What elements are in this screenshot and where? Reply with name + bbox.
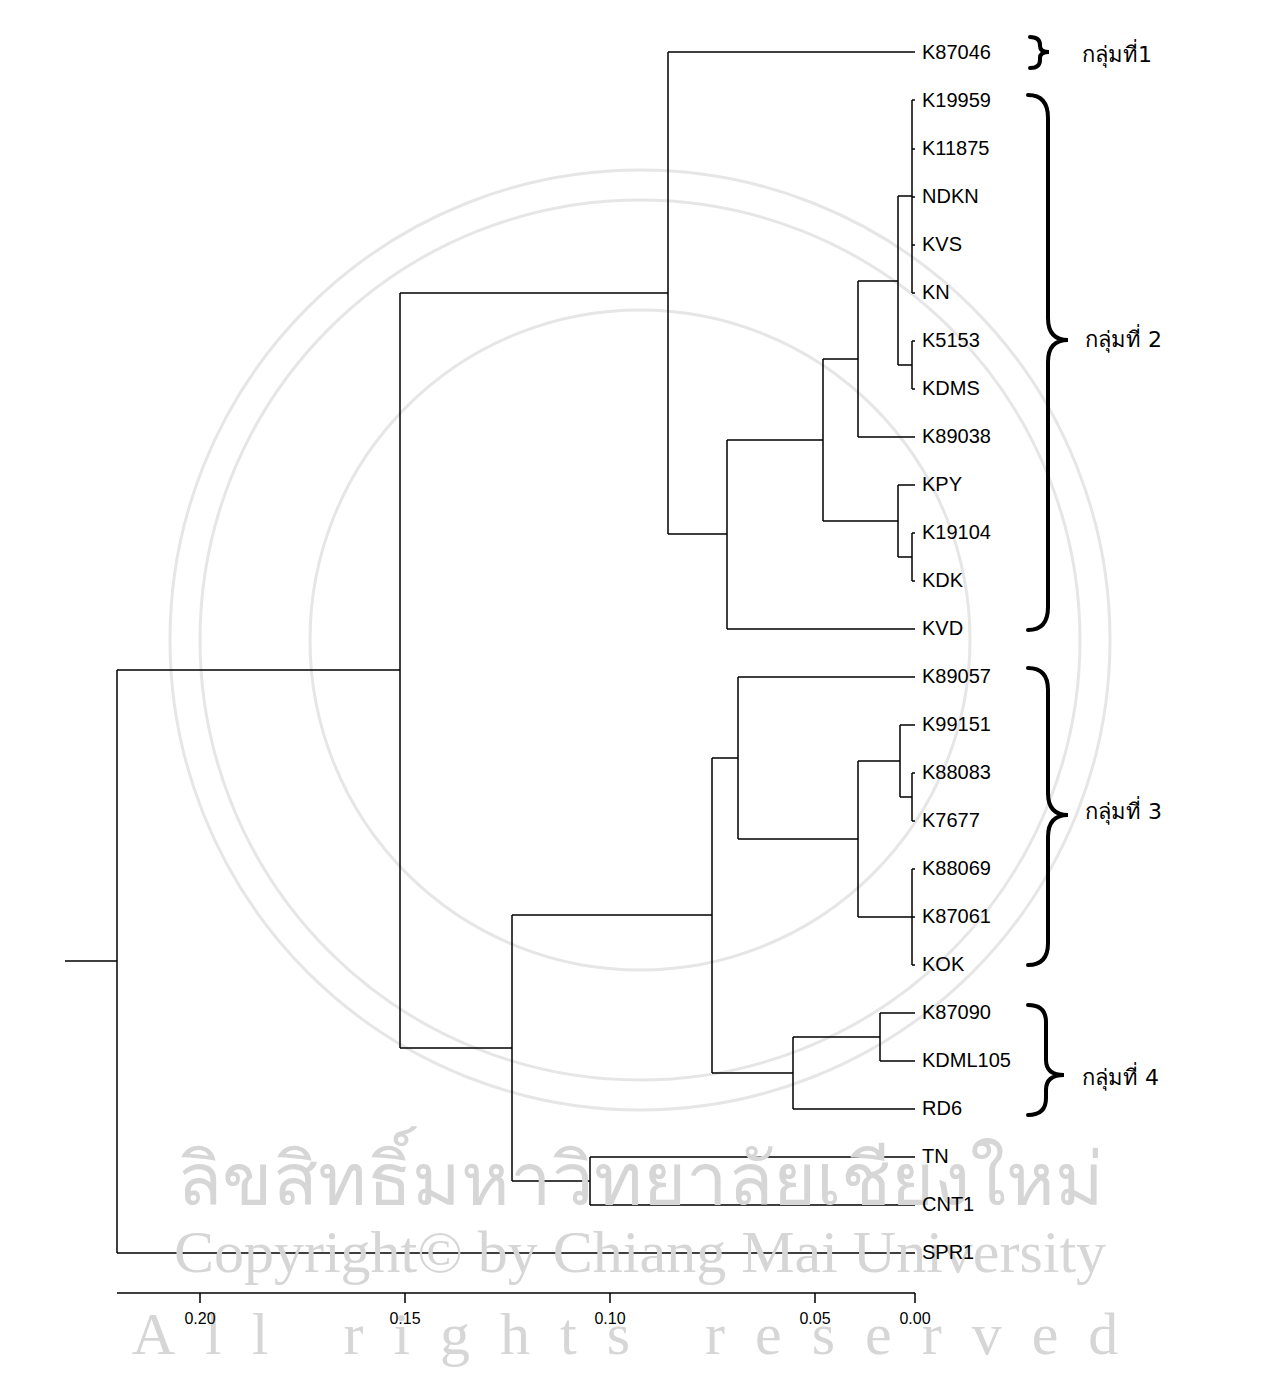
leaf-label: K7677 — [922, 809, 980, 832]
leaf-label: K88083 — [922, 761, 991, 784]
leaf-label: CNT1 — [922, 1193, 974, 1216]
leaf-label: RD6 — [922, 1097, 962, 1120]
leaf-label: K89057 — [922, 665, 991, 688]
leaf-label: K19104 — [922, 521, 991, 544]
leaf-label: K11875 — [922, 137, 989, 160]
branch — [65, 293, 915, 1253]
group-label: กลุ่มที่1 — [1082, 42, 1152, 67]
axis-tick-label: 0.05 — [799, 1310, 830, 1328]
leaf-label: K89038 — [922, 425, 991, 448]
group-label: กลุ่มที่ 3 — [1085, 799, 1162, 824]
group-label: กลุ่มที่ 4 — [1082, 1065, 1159, 1090]
leaf-label: K19959 — [922, 89, 991, 112]
axis-tick-label: 0.10 — [594, 1310, 625, 1328]
group-braces — [1028, 37, 1068, 1115]
brace — [1028, 95, 1068, 630]
seal-ring — [200, 200, 1080, 1080]
watermark: All rights reserved — [132, 1300, 1149, 1369]
leaf-label: KOK — [922, 953, 964, 976]
branch — [400, 52, 915, 629]
branch — [400, 677, 915, 1205]
seal-watermark — [170, 170, 1110, 1110]
leaf-label: KN — [922, 281, 950, 304]
group-label: กลุ่มที่ 2 — [1085, 327, 1162, 352]
leaf-label: KVS — [922, 233, 962, 256]
leaf-label: K88069 — [922, 857, 991, 880]
axis-tick-label: 0.00 — [899, 1310, 930, 1328]
leaf-label: K87046 — [922, 41, 991, 64]
seal-ring — [310, 310, 970, 970]
brace — [1028, 1005, 1064, 1115]
leaf-label: KDK — [922, 569, 963, 592]
leaf-label: SPR1 — [922, 1241, 974, 1264]
brace — [1028, 668, 1068, 965]
brace — [1030, 37, 1049, 68]
leaf-label: KDML105 — [922, 1049, 1011, 1072]
leaf-label: TN — [922, 1145, 949, 1168]
leaf-label: K87061 — [922, 905, 991, 928]
axis-tick-label: 0.15 — [389, 1310, 420, 1328]
leaf-label: KVD — [922, 617, 963, 640]
axis-tick-label: 0.20 — [184, 1310, 215, 1328]
leaf-label: KPY — [922, 473, 962, 496]
leaf-label: K5153 — [922, 329, 980, 352]
seal-ring — [170, 170, 1110, 1110]
leaf-label: NDKN — [922, 185, 979, 208]
tree-branches — [65, 52, 915, 1253]
leaf-label: KDMS — [922, 377, 980, 400]
axis-line — [117, 1292, 915, 1294]
leaf-label: K87090 — [922, 1001, 991, 1024]
leaf-label: K99151 — [922, 713, 991, 736]
